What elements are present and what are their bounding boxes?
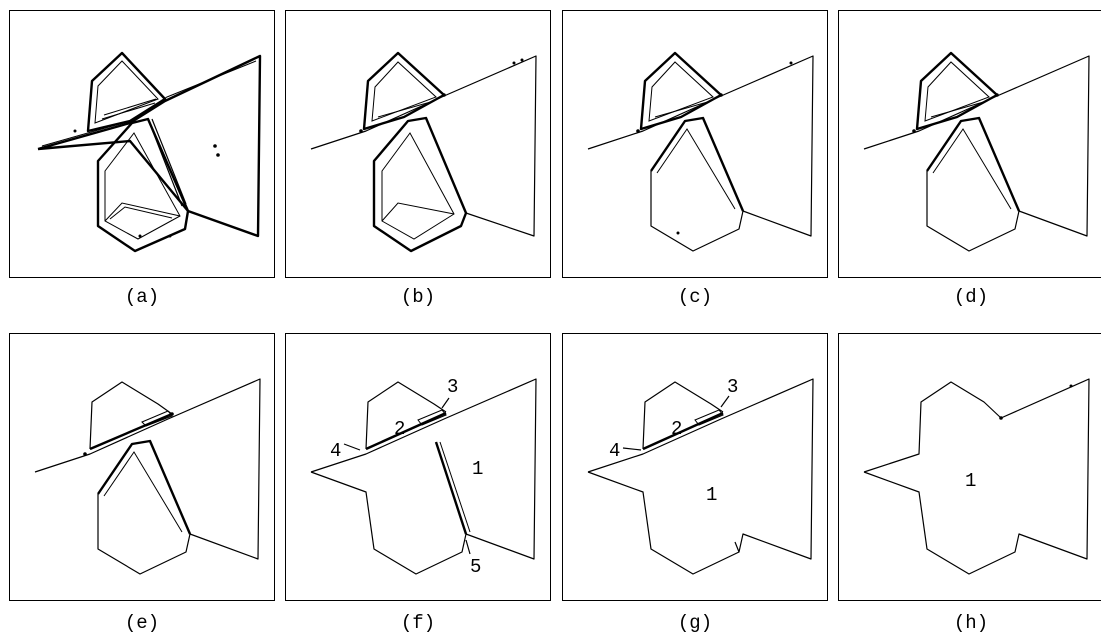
region-label-2: 2 [671, 418, 682, 440]
panel-a-drawing [37, 51, 262, 253]
region-label-3: 3 [727, 376, 738, 398]
panel-d-drawing [863, 51, 1090, 252]
region-label-4: 4 [330, 440, 341, 462]
panel-b-drawing [310, 51, 537, 253]
caption-g: (g) [677, 612, 713, 634]
panel-d [838, 10, 1101, 278]
panel-h: 1 [838, 333, 1101, 601]
caption-a: (a) [124, 286, 160, 308]
region-label-2: 2 [394, 418, 405, 440]
panel-b [285, 10, 551, 278]
panel-a [9, 10, 275, 278]
panel-f-drawing: 1 2 3 4 5 [310, 376, 537, 578]
caption-d: (d) [953, 286, 989, 308]
panel-e [9, 333, 275, 601]
region-label-4: 4 [609, 440, 620, 462]
region-label-1: 1 [965, 470, 976, 492]
caption-e: (e) [124, 612, 160, 634]
panel-g-drawing: 1 2 3 4 [587, 376, 814, 575]
region-label-3: 3 [447, 376, 458, 398]
panel-e-drawing [34, 378, 261, 575]
caption-f: (f) [400, 612, 436, 634]
region-label-1: 1 [472, 458, 483, 480]
panel-c-drawing [587, 51, 814, 252]
panel-f: 1 2 3 4 5 [285, 333, 551, 601]
panel-c [562, 10, 828, 278]
region-label-5: 5 [470, 556, 481, 578]
region-label-1: 1 [706, 484, 717, 506]
caption-c: (c) [677, 286, 713, 308]
caption-h: (h) [953, 612, 989, 634]
panel-g: 1 2 3 4 [562, 333, 828, 601]
panel-h-drawing: 1 [863, 378, 1090, 575]
caption-b: (b) [400, 286, 436, 308]
